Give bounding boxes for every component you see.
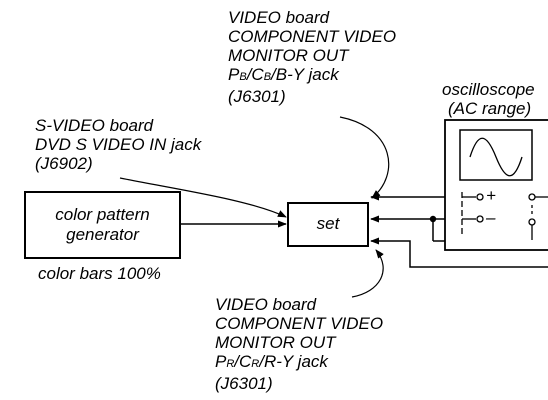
oscilloscope-line2: (AC range): [448, 99, 532, 118]
plus-terminal: [476, 193, 484, 201]
svideo-label: S-VIDEO board DVD S VIDEO IN jack (J6902…: [35, 116, 201, 173]
svideo-callout: [119, 177, 287, 218]
video-bottom-line5: (J6301): [215, 374, 273, 393]
video-bottom-line2: COMPONENT VIDEO: [215, 314, 384, 333]
set-box: [287, 202, 369, 247]
right-contact-bottom: [528, 218, 536, 226]
video-top-line3: MONITOR OUT: [228, 46, 349, 65]
generator-label: color pattern generator: [25, 205, 180, 245]
generator-line1: color pattern: [55, 205, 150, 224]
oscilloscope-label: oscilloscope (AC range): [442, 80, 548, 118]
svideo-line1: S-VIDEO board: [35, 116, 154, 135]
video-top-line2: COMPONENT VIDEO: [228, 27, 397, 46]
set-label: set: [316, 214, 340, 233]
video-top-label: VIDEO board COMPONENT VIDEO MONITOR OUT …: [228, 8, 396, 106]
right-contact-top: [528, 193, 536, 201]
minus-terminal: [476, 215, 484, 223]
video-top-line1: VIDEO board: [228, 8, 330, 27]
video-bottom-line1: VIDEO board: [215, 295, 317, 314]
svideo-line3: (J6902): [35, 154, 93, 173]
video-bottom-callout: [351, 249, 384, 298]
sine-wave-icon: [469, 137, 523, 177]
lower-return-line: [370, 237, 548, 268]
video-bottom-line3: MONITOR OUT: [215, 333, 336, 352]
oscilloscope-line1: oscilloscope: [442, 80, 535, 99]
oscilloscope-screen: [459, 129, 533, 181]
generator-box: [24, 191, 181, 259]
video-bottom-line4: PR/CR/R-Y jack: [215, 352, 328, 371]
plus-symbol: +: [486, 186, 496, 205]
video-top-callout: [339, 116, 390, 199]
minus-symbol: –: [486, 208, 496, 227]
video-bottom-label: VIDEO board COMPONENT VIDEO MONITOR OUT …: [215, 295, 383, 393]
video-top-line5: (J6301): [228, 87, 286, 106]
svideo-line2: DVD S VIDEO IN jack: [35, 135, 202, 154]
color-bars-label: color bars 100%: [38, 264, 161, 283]
video-top-line4: PB/CB/B-Y jack: [228, 65, 339, 84]
generator-line2: generator: [66, 225, 139, 244]
